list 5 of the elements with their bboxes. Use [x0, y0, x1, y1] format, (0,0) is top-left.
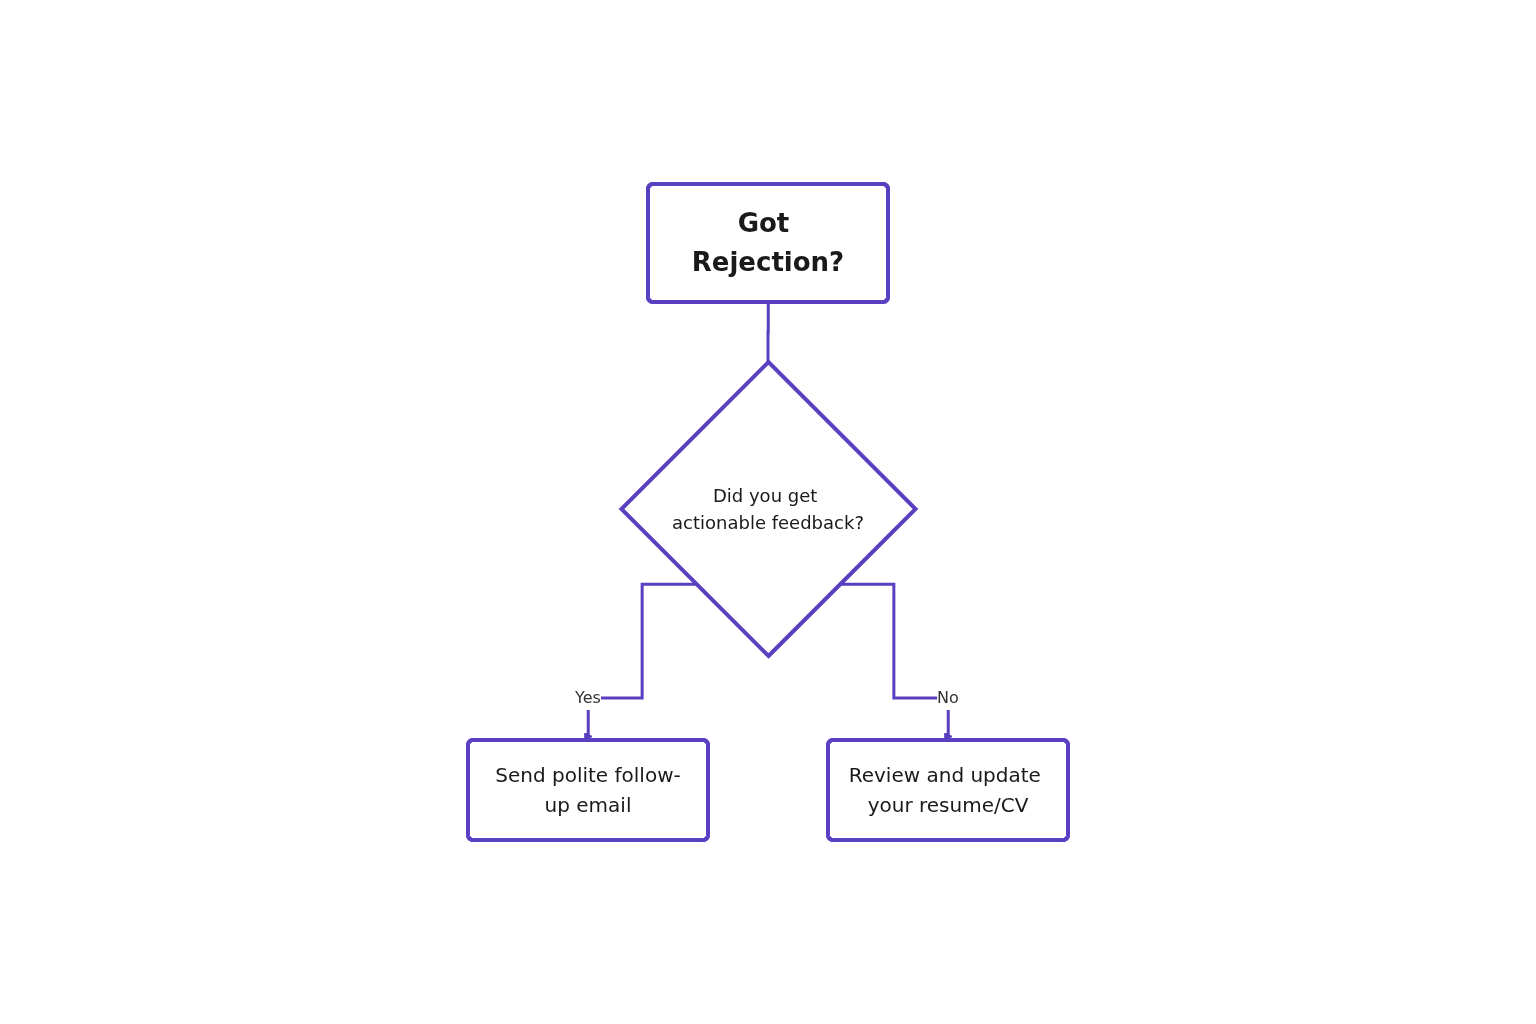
edge-label: No — [937, 688, 959, 707]
edge-label: Yes — [575, 688, 601, 707]
node-diamond: Did you get actionable feedback? — [618, 359, 919, 659]
arrow — [839, 582, 953, 741]
arrow — [584, 582, 697, 741]
